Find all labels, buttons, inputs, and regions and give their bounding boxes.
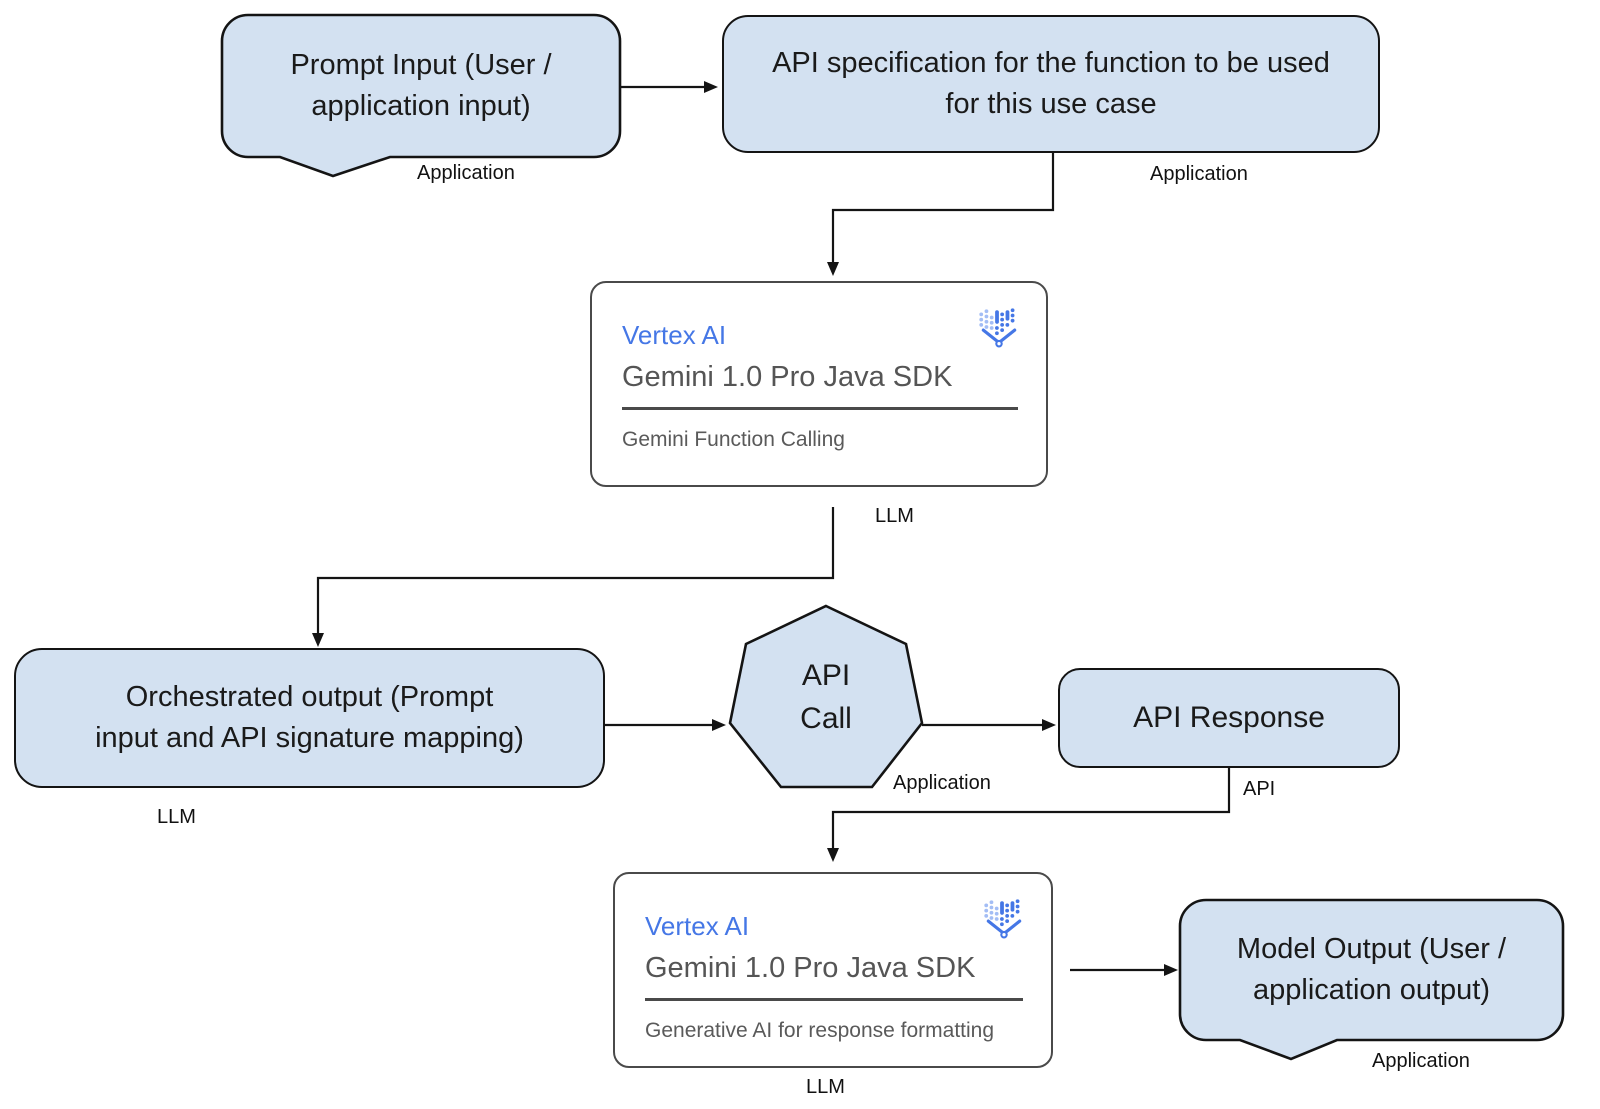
prompt-input-callout-shape: [220, 13, 622, 178]
vertex-ai-product-label: Vertex AI: [622, 320, 727, 350]
card-gemini-response-formatting: Vertex AI Gemini 1.0 Pro Java SDK Genera…: [613, 872, 1053, 1068]
node-api-spec: API specification for the function to be…: [722, 15, 1380, 153]
node-model-output: Model Output (User / application output): [1180, 900, 1563, 1040]
tag-llm-1: LLM: [875, 505, 914, 527]
node-orchestrated-output: Orchestrated output (Prompt input and AP…: [14, 648, 605, 788]
vertex-ai-icon: [984, 899, 1022, 939]
node-api-spec-label: API specification for the function to be…: [772, 46, 1330, 120]
tag-api-response: API: [1243, 778, 1276, 800]
node-model-output-label: Model Output (User / application output): [1236, 932, 1507, 1006]
vertex-ai-product-label: Vertex AI: [645, 911, 750, 941]
tag-model-output: Application: [1372, 1050, 1470, 1072]
node-prompt-input: Prompt Input (User / application input): [222, 15, 620, 157]
tag-api-call: Application: [893, 772, 991, 794]
gemini-response-formatting-caption: Generative AI for response formatting: [645, 1019, 995, 1042]
model-output-callout-shape: [1178, 898, 1565, 1061]
vertex-ai-icon: [979, 308, 1017, 348]
node-api-call: API Call: [776, 633, 876, 763]
arrow-apispec-to-llm1: [827, 153, 1055, 276]
card-divider: [645, 998, 1023, 1001]
node-api-response-label: API Response: [1133, 700, 1325, 734]
tag-orchestrated-output: LLM: [157, 806, 196, 828]
gemini-sdk-title: Gemini 1.0 Pro Java SDK: [622, 361, 953, 393]
gemini-function-calling-caption: Gemini Function Calling: [622, 428, 845, 451]
card-divider: [622, 407, 1018, 410]
node-api-response: API Response: [1058, 668, 1400, 768]
card-gemini-function-calling: Vertex AI Gemini 1.0 Pro Java SDK Gemini…: [590, 281, 1048, 487]
arrow-llm1-to-orchestrated: [312, 507, 835, 647]
gemini-sdk-title: Gemini 1.0 Pro Java SDK: [645, 952, 976, 984]
node-api-call-label: API Call: [800, 659, 852, 735]
api-call-heptagon-shape: [728, 604, 924, 789]
arrow-apiresponse-to-llm2: [827, 768, 1231, 862]
tag-prompt-input: Application: [417, 162, 515, 184]
tag-llm-2: LLM: [806, 1076, 845, 1098]
node-orchestrated-output-label: Orchestrated output (Prompt input and AP…: [95, 680, 524, 754]
tag-api-spec: Application: [1150, 163, 1248, 185]
node-prompt-input-label: Prompt Input (User / application input): [290, 48, 552, 122]
